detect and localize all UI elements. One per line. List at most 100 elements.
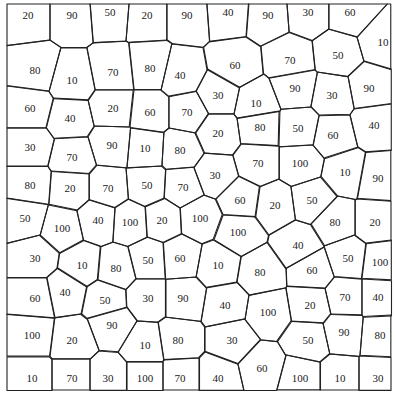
cell-border xyxy=(158,317,205,360)
cell-value: 30 xyxy=(302,7,313,18)
cell-value: 60 xyxy=(345,7,356,18)
cell-value: 60 xyxy=(25,102,36,113)
map-cell: 80 xyxy=(160,126,207,172)
map-cell: 10 xyxy=(125,126,166,170)
cell-value: 30 xyxy=(103,372,114,383)
map-cell: 100 xyxy=(212,213,271,258)
map-cell: 80 xyxy=(358,313,393,359)
cell-value: 90 xyxy=(182,10,193,21)
cell-border xyxy=(203,37,263,88)
cell-value: 100 xyxy=(24,329,41,340)
cell-value: 10 xyxy=(250,97,261,108)
cell-border xyxy=(245,288,291,342)
cell-border xyxy=(237,111,279,146)
cell-value: 10 xyxy=(67,75,78,86)
cell-border xyxy=(267,220,324,269)
cell-border xyxy=(286,286,331,323)
cell-value: 50 xyxy=(332,49,343,60)
cell-border xyxy=(287,4,329,41)
cell-value: 10 xyxy=(27,373,38,384)
cell-value: 90 xyxy=(289,82,300,93)
cell-value: 20 xyxy=(67,334,78,345)
cell-border xyxy=(7,357,52,391)
cell-value: 90 xyxy=(106,139,117,150)
map-cell: 60 xyxy=(327,2,389,39)
cell-border xyxy=(127,362,163,391)
cell-border xyxy=(7,235,60,278)
cell-border xyxy=(166,277,207,322)
cell-border xyxy=(362,240,391,280)
cell-value: 20 xyxy=(141,10,152,21)
cell-value: 20 xyxy=(64,182,75,193)
cell-value: 80 xyxy=(172,334,183,345)
cell-value: 70 xyxy=(103,182,114,193)
cell-border xyxy=(311,196,355,246)
cell-value: 10 xyxy=(212,259,223,270)
cell-value: 30 xyxy=(227,335,238,346)
cell-value: 60 xyxy=(229,59,240,70)
cell-value: 70 xyxy=(252,158,263,169)
cell-border xyxy=(246,4,289,46)
map-cell: 30 xyxy=(192,151,241,201)
cell-value: 40 xyxy=(222,7,233,18)
cell-value: 90 xyxy=(178,292,189,303)
cell-value: 20 xyxy=(23,10,34,21)
cell-value: 30 xyxy=(30,252,41,263)
cell-value: 70 xyxy=(67,373,78,384)
cell-value: 90 xyxy=(67,10,78,21)
map-cell: 40 xyxy=(360,277,394,319)
cell-value: 100 xyxy=(192,212,209,223)
map-cell: 60 xyxy=(128,88,171,134)
map-cell: 90 xyxy=(48,2,95,50)
map-cell: 10 xyxy=(232,72,283,120)
cell-border xyxy=(126,279,165,322)
map-cell: 70 xyxy=(323,275,364,317)
cell-value: 20 xyxy=(370,216,381,227)
cell-border xyxy=(312,29,364,77)
map-cell: 70 xyxy=(46,135,99,176)
map-cell: 70 xyxy=(162,165,206,210)
map-cell: 80 xyxy=(235,109,281,148)
cell-value: 60 xyxy=(327,129,338,140)
cell-border xyxy=(87,41,134,90)
cell-value: 80 xyxy=(110,262,121,273)
map-cell: 90 xyxy=(321,312,365,358)
map-cell: 40 xyxy=(348,102,393,154)
map-cell: 30 xyxy=(194,67,242,116)
cell-value: 70 xyxy=(107,66,118,77)
cell-value: 100 xyxy=(230,226,247,237)
map-cell: 100 xyxy=(5,312,56,358)
cell-border xyxy=(7,86,54,128)
cell-value: 90 xyxy=(338,326,349,337)
cell-value: 40 xyxy=(65,112,76,123)
cell-border xyxy=(237,242,287,295)
cell-border xyxy=(196,240,241,288)
map-cell: 30 xyxy=(309,70,356,117)
map-cell: 90 xyxy=(355,148,393,203)
cell-border xyxy=(196,69,240,114)
map-cell: 100 xyxy=(178,193,224,246)
cell-border xyxy=(88,90,133,127)
cell-outline xyxy=(327,2,389,39)
cell-border xyxy=(269,70,317,109)
cell-value: 30 xyxy=(326,89,337,100)
cell-value: 20 xyxy=(107,103,118,114)
cell-value: 70 xyxy=(177,181,188,192)
cell-border xyxy=(81,280,127,319)
cell-border xyxy=(52,359,90,390)
map-cell: 10 xyxy=(5,355,54,393)
cell-border xyxy=(362,279,392,317)
cell-border xyxy=(50,314,99,359)
map-cell: 70 xyxy=(167,89,211,135)
cell-value: 80 xyxy=(144,62,155,73)
cell-border xyxy=(162,128,205,170)
cell-border xyxy=(348,61,391,108)
cell-border xyxy=(130,90,169,132)
cell-border xyxy=(90,4,129,43)
map-cell: 20 xyxy=(48,312,101,361)
map-cell: 10 xyxy=(355,2,393,72)
cell-value: 20 xyxy=(269,199,280,210)
cell-border xyxy=(279,107,319,147)
cell-border xyxy=(169,91,209,133)
cell-border xyxy=(50,4,93,48)
